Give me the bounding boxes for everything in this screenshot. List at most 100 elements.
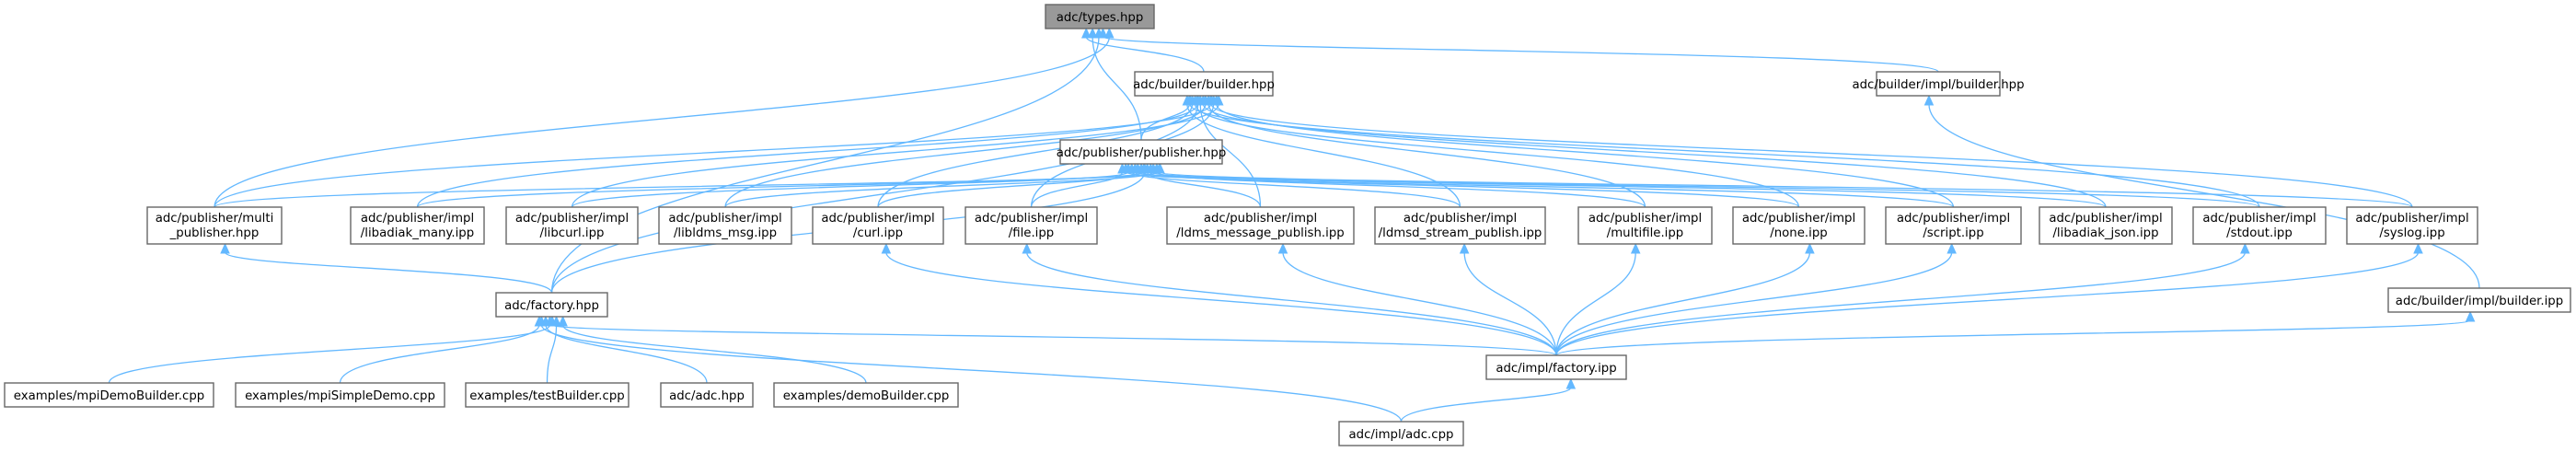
arrowhead-icon — [881, 242, 892, 254]
node-box — [1045, 4, 1155, 29]
node-label: adc/impl/factory.ipp — [1496, 362, 1616, 376]
node-box — [1338, 421, 1464, 446]
node-ldms-message-publish[interactable]: adc/publisher/impl/ldms_message_publish.… — [1166, 206, 1355, 245]
node-box — [1732, 206, 1866, 245]
node-box — [4, 382, 214, 408]
node-libcurl[interactable]: adc/publisher/impl/libcurl.ipp — [505, 206, 639, 245]
node-publisher-hpp[interactable]: adc/publisher/publisher.hpp — [1057, 139, 1227, 165]
node-label: /libadiak_many.ipp — [361, 226, 474, 240]
node-libadiak-json[interactable]: adc/publisher/impl/libadiak_json.ipp — [2039, 206, 2173, 245]
node-box — [350, 206, 485, 245]
arrowhead-icon — [1155, 162, 1165, 174]
nodes-layer: adc/types.hpp adc/builder/builder.hpp adc/… — [4, 4, 2571, 446]
node-label: /script.ipp — [1923, 226, 1983, 240]
edge-demoBuilder-to-factory_hpp — [561, 324, 867, 384]
node-script[interactable]: adc/publisher/impl/script.ipp — [1885, 206, 2022, 245]
node-label: adc/publisher/impl — [821, 212, 934, 226]
edge-libldms_msg-to-publisher_hpp — [724, 171, 1154, 208]
node-label: adc/publisher/impl — [2202, 212, 2316, 226]
node-label: /ldmsd_stream_publish.ipp — [1379, 226, 1542, 240]
node-box — [1485, 354, 1627, 380]
node-builder-ipp[interactable]: adc/builder/impl/builder.ipp — [2387, 287, 2571, 313]
edge-builder_impl_hpp-to-types — [1102, 36, 1939, 73]
node-box — [2387, 287, 2571, 313]
arrowhead-icon — [2465, 310, 2476, 322]
node-builder-impl-hpp[interactable]: adc/builder/impl/builder.hpp — [1852, 71, 2025, 97]
arrowhead-icon — [1805, 242, 1815, 254]
node-demoBuilder[interactable]: examples/demoBuilder.cpp — [773, 382, 959, 408]
edge-factory_ipp-to-file — [1026, 251, 1557, 356]
arrowhead-icon — [1104, 27, 1115, 39]
edge-factory_ipp-to-builder_ipp — [1555, 319, 2471, 356]
edge-factory_ipp-to-ldmsd_stream_publish — [1463, 251, 1557, 356]
arrowhead-icon — [1946, 242, 1957, 254]
node-testBuilder[interactable]: examples/testBuilder.cpp — [465, 382, 630, 408]
node-label: /curl.ipp — [853, 226, 903, 240]
node-label: adc/factory.hpp — [504, 299, 599, 313]
node-types[interactable]: adc/types.hpp — [1045, 4, 1155, 29]
node-mpiSimpleDemo[interactable]: examples/mpiSimpleDemo.cpp — [235, 382, 445, 408]
node-label: adc/publisher/impl — [515, 212, 629, 226]
node-box — [2192, 206, 2327, 245]
node-adc-hpp[interactable]: adc/adc.hpp — [660, 382, 754, 408]
node-box — [1134, 71, 1274, 97]
node-label: adc/publisher/impl — [668, 212, 781, 226]
node-curl[interactable]: adc/publisher/impl/curl.ipp — [812, 206, 944, 245]
edge-testBuilder-to-factory_hpp — [546, 324, 558, 384]
edge-curl-to-builder_hpp — [877, 103, 1194, 208]
node-label: /libcurl.ipp — [539, 226, 604, 240]
node-label: adc/publisher/impl — [2049, 212, 2162, 226]
arrowhead-icon — [1184, 94, 1196, 106]
node-box — [1885, 206, 2022, 245]
node-factory-ipp[interactable]: adc/impl/factory.ipp — [1485, 354, 1627, 380]
node-multi-publisher[interactable]: adc/publisher/multi_publisher.hpp — [146, 206, 283, 245]
arrowhead-icon — [1130, 162, 1140, 174]
edge-factory_hpp-to-multi_publisher — [224, 251, 553, 294]
edge-multi_publisher-to-types — [214, 36, 1110, 208]
edge-multi_publisher-to-publisher_hpp — [214, 171, 1161, 208]
node-libadiak-many[interactable]: adc/publisher/impl/libadiak_many.ipp — [350, 206, 485, 245]
edge-factory_hpp-to-builder_hpp — [550, 103, 1199, 294]
node-syslog[interactable]: adc/publisher/impl/syslog.ipp — [2346, 206, 2478, 245]
node-mpiDemoBuilder[interactable]: examples/mpiDemoBuilder.cpp — [4, 382, 214, 408]
edge-libadiak_many-to-builder_hpp — [416, 103, 1198, 208]
node-box — [235, 382, 445, 408]
edge-factory_ipp-to-syslog — [1555, 251, 2420, 356]
node-stdout[interactable]: adc/publisher/impl/stdout.ipp — [2192, 206, 2327, 245]
arrowhead-icon — [1206, 94, 1217, 106]
node-label: /ldms_message_publish.ipp — [1176, 226, 1344, 240]
node-factory-hpp[interactable]: adc/factory.hpp — [495, 292, 608, 318]
arrowhead-icon — [1139, 162, 1149, 174]
node-multifile[interactable]: adc/publisher/impl/multifile.ipp — [1577, 206, 1713, 245]
node-label: examples/mpiSimpleDemo.cpp — [245, 389, 435, 403]
node-file[interactable]: adc/publisher/impl/file.ipp — [965, 206, 1098, 245]
edge-syslog-to-builder_hpp — [1210, 103, 2413, 208]
arrowhead-icon — [1277, 242, 1288, 254]
node-adc-cpp[interactable]: adc/impl/adc.cpp — [1338, 421, 1464, 446]
node-builder-hpp[interactable]: adc/builder/builder.hpp — [1133, 71, 1275, 97]
arrowhead-icon — [1080, 27, 1092, 39]
edge-builder_hpp-to-types — [1085, 36, 1205, 73]
node-none[interactable]: adc/publisher/impl/none.ipp — [1732, 206, 1866, 245]
arrowhead-icon — [1565, 377, 1577, 389]
arrowhead-icon — [1193, 94, 1204, 106]
arrowhead-icon — [1923, 94, 1935, 106]
arrowhead-icon — [1145, 162, 1156, 174]
node-box — [965, 206, 1098, 245]
node-label: /file.ipp — [1009, 226, 1055, 240]
node-label: _publisher.hpp — [169, 226, 260, 240]
node-box — [1577, 206, 1713, 245]
arrowhead-icon — [558, 315, 568, 327]
edge-syslog-to-publisher_hpp — [1159, 171, 2413, 208]
node-label: adc/types.hpp — [1057, 11, 1144, 25]
arrowhead-icon — [1022, 242, 1033, 254]
edge-libldms_msg-to-builder_hpp — [724, 103, 1207, 208]
edge-multifile-to-builder_hpp — [1207, 103, 1646, 208]
edge-stdout-to-builder_hpp — [1189, 103, 2260, 208]
node-ldmsd-stream-publish[interactable]: adc/publisher/impl/ldmsd_stream_publish.… — [1374, 206, 1546, 245]
node-label: adc/publisher/impl — [2355, 212, 2468, 226]
edge-file-to-publisher_hpp — [1030, 171, 1124, 208]
node-libldms-msg[interactable]: adc/publisher/impl/libldms_msg.ipp — [658, 206, 792, 245]
arrowhead-icon — [547, 315, 558, 327]
node-label: adc/adc.hpp — [669, 389, 745, 403]
